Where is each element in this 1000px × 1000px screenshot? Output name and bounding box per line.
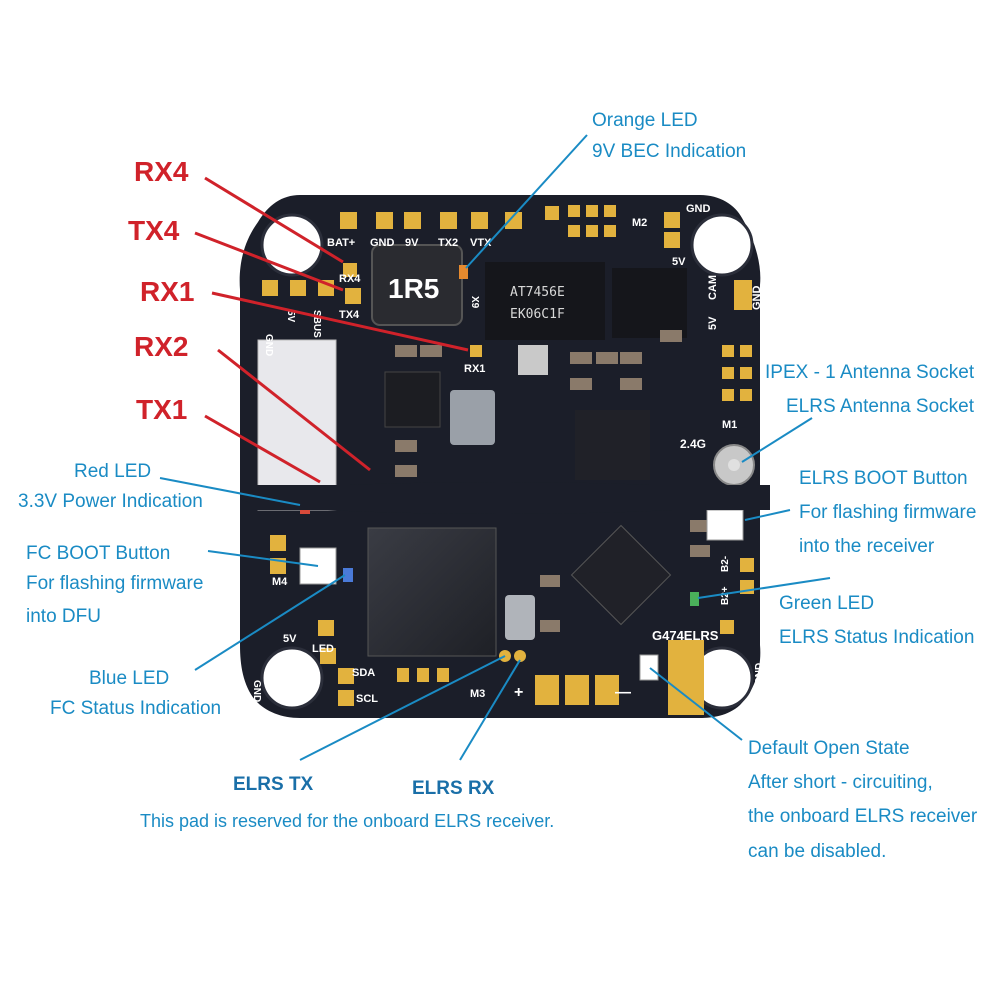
mount-hole-br bbox=[692, 648, 752, 708]
svg-text:M4: M4 bbox=[272, 576, 288, 588]
mcu-chip bbox=[367, 527, 497, 657]
green-led-shape bbox=[690, 592, 699, 606]
svg-text:GND: GND bbox=[370, 237, 395, 249]
default-state-desc2: the onboard ELRS receiver bbox=[748, 806, 978, 827]
blue-led-shape bbox=[343, 568, 353, 582]
inductor-1r5 bbox=[371, 244, 463, 326]
red-leader-lines bbox=[194, 176, 469, 484]
chip-small-left bbox=[384, 371, 441, 428]
label-rx1: RX1 bbox=[140, 276, 195, 307]
fc-boot-title: FC BOOT Button bbox=[26, 543, 171, 564]
elrs-boot-title: ELRS BOOT Button bbox=[799, 468, 968, 489]
svg-text:GND: GND bbox=[263, 334, 274, 356]
osd-chip bbox=[485, 262, 605, 340]
blue-led-title: Blue LED bbox=[89, 668, 170, 689]
svg-text:TX4: TX4 bbox=[339, 309, 360, 321]
svg-text:SBUS: SBUS bbox=[311, 310, 322, 338]
header-pads-bottom bbox=[397, 668, 449, 682]
blue-led-desc: FC Status Indication bbox=[50, 698, 222, 719]
svg-text:1R5: 1R5 bbox=[388, 273, 439, 304]
pad-note: This pad is reserved for the onboard ELR… bbox=[140, 811, 555, 831]
ipex-desc: ELRS Antenna Socket bbox=[786, 396, 975, 417]
orange-led-shape bbox=[459, 265, 468, 279]
smd-components bbox=[395, 330, 710, 632]
svg-text:B2-: B2- bbox=[720, 556, 731, 572]
mount-hole-tl bbox=[262, 215, 322, 275]
svg-text:9V: 9V bbox=[405, 237, 419, 249]
green-led-desc: ELRS Status Indication bbox=[779, 627, 975, 648]
svg-text:M1: M1 bbox=[722, 419, 737, 431]
label-tx4: TX4 bbox=[128, 215, 180, 246]
svg-text:5V: 5V bbox=[285, 310, 296, 323]
connector-left bbox=[257, 339, 337, 511]
antenna-strip bbox=[668, 640, 704, 715]
default-state-desc3: can be disabled. bbox=[748, 841, 887, 862]
header-pads-top bbox=[568, 205, 616, 237]
svg-text:CAM: CAM bbox=[707, 275, 719, 300]
label-tx1: TX1 bbox=[136, 394, 188, 425]
svg-text:—: — bbox=[615, 684, 631, 701]
orange-led-title: Orange LED bbox=[592, 110, 698, 131]
svg-text:2.4G: 2.4G bbox=[680, 437, 706, 451]
svg-text:RX1: RX1 bbox=[464, 363, 485, 375]
label-rx4: RX4 bbox=[134, 156, 189, 187]
header-pads-right bbox=[722, 345, 752, 401]
fc-boot-desc2: into DFU bbox=[26, 606, 101, 627]
svg-text:GND: GND bbox=[251, 680, 262, 702]
esp-chip bbox=[570, 524, 672, 626]
default-state-title: Default Open State bbox=[748, 738, 910, 759]
svg-text:SCL: SCL bbox=[356, 693, 378, 705]
mount-hole-tr bbox=[692, 215, 752, 275]
svg-text:GND: GND bbox=[754, 663, 765, 685]
ipex-title: IPEX - 1 Antenna Socket bbox=[765, 362, 975, 383]
red-led-desc: 3.3V Power Indication bbox=[18, 491, 203, 512]
label-rx2: RX2 bbox=[134, 331, 189, 362]
capacitor-big bbox=[450, 390, 495, 445]
mount-hole-bl bbox=[262, 648, 322, 708]
svg-text:5V: 5V bbox=[707, 316, 719, 330]
svg-text:TX2: TX2 bbox=[438, 237, 458, 249]
elrs-rx-label: ELRS RX bbox=[412, 778, 495, 799]
crystal bbox=[505, 595, 535, 640]
svg-text:AT7456E: AT7456E bbox=[510, 285, 565, 300]
svg-text:M2: M2 bbox=[632, 217, 647, 229]
elrs-tx-label: ELRS TX bbox=[233, 774, 314, 795]
elrs-boot-desc: For flashing firmware bbox=[799, 502, 977, 523]
svg-text:5V: 5V bbox=[283, 633, 297, 645]
svg-text:SDA: SDA bbox=[352, 667, 375, 679]
svg-text:M3: M3 bbox=[470, 688, 485, 700]
silkscreen-text: BAT+ GND 9V TX2 VTX RX4 TX4 GND 5V SBUS … bbox=[251, 203, 765, 705]
svg-text:X9: X9 bbox=[469, 296, 480, 309]
svg-text:LED: LED bbox=[312, 643, 334, 655]
elrs-chip bbox=[575, 410, 650, 480]
elrs-boot-button-shape bbox=[706, 509, 744, 541]
blue-leader-lines bbox=[159, 134, 831, 761]
svg-text:BAT+: BAT+ bbox=[327, 237, 355, 249]
chip-right-top bbox=[612, 268, 687, 338]
svg-text:+: + bbox=[514, 684, 523, 701]
fc-boot-desc: For flashing firmware bbox=[26, 573, 204, 594]
svg-text:G474ELRS: G474ELRS bbox=[652, 628, 719, 643]
svg-text:GND: GND bbox=[751, 286, 763, 311]
green-led-title: Green LED bbox=[779, 593, 875, 614]
svg-text:B2+: B2+ bbox=[720, 586, 731, 605]
svg-text:EK06C1F: EK06C1F bbox=[510, 307, 565, 322]
svg-text:RX4: RX4 bbox=[339, 273, 361, 285]
default-state-desc1: After short - circuiting, bbox=[748, 772, 933, 793]
red-led-title: Red LED bbox=[74, 461, 152, 482]
svg-text:GND: GND bbox=[686, 203, 711, 215]
orange-led-desc: 9V BEC Indication bbox=[592, 141, 747, 162]
elrs-boot-desc2: into the receiver bbox=[799, 536, 935, 557]
svg-text:5V: 5V bbox=[672, 256, 686, 268]
